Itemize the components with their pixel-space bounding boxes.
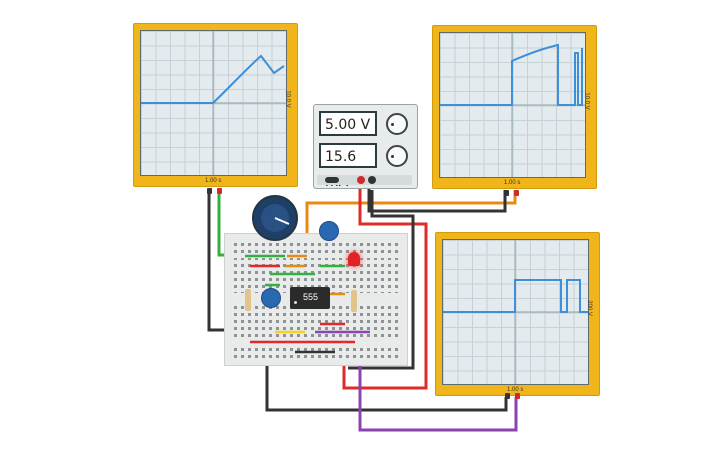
wire-purple[interactable]: [358, 345, 518, 432]
scope-1-screen: [140, 30, 287, 176]
oscilloscope-1[interactable]: 10.0 V 1.00 s: [133, 23, 298, 194]
current-knob[interactable]: [386, 145, 408, 167]
voltage-knob[interactable]: [386, 113, 408, 135]
wire-orange[interactable]: [305, 190, 517, 238]
scope-3-screen: [442, 239, 589, 385]
psu-terminal-negative[interactable]: [368, 176, 376, 184]
wire-black-scope3[interactable]: [265, 350, 508, 412]
oscilloscope-2[interactable]: 10.0 V 1.00 s: [432, 25, 597, 196]
resistor-left[interactable]: [245, 289, 251, 311]
scope-3-trace: [443, 279, 588, 313]
potentiometer[interactable]: [251, 194, 299, 242]
oscilloscope-3[interactable]: 200 V 1.00 s: [435, 232, 600, 399]
scope-2-trace: [440, 43, 583, 106]
scope-3-time-label: 1.00 s: [507, 387, 524, 393]
scope-1-volt-label: 10.0 V: [284, 90, 291, 108]
capacitor-left[interactable]: [261, 288, 281, 308]
ic-555[interactable]: 555: [290, 287, 330, 309]
psu-switch[interactable]: [325, 177, 339, 183]
psu-terminal-positive[interactable]: [357, 176, 365, 184]
scope-1-trace: [141, 54, 285, 104]
scope-1-time-label: 1.00 s: [205, 178, 222, 184]
current-display: 15.6 mA: [319, 143, 377, 190]
scope-2-volt-label: 10.0 V: [583, 92, 590, 110]
resistor-right[interactable]: [351, 290, 357, 312]
wire-red-psu[interactable]: [342, 185, 428, 390]
ic-555-label: 555: [303, 292, 319, 302]
wire-black-scope2[interactable]: [367, 185, 507, 213]
scope-3-volt-label: 200 V: [585, 300, 592, 316]
ic-pin1-dot: [294, 301, 297, 304]
scope-1-probe-black[interactable]: [207, 188, 212, 194]
wire-black-psu[interactable]: [348, 190, 415, 370]
scope-2-probe-black[interactable]: [504, 190, 509, 196]
capacitor-top[interactable]: [319, 221, 339, 241]
led-red[interactable]: [348, 252, 360, 266]
scope-1-probe-red[interactable]: [217, 188, 222, 194]
scope-2-screen: [439, 32, 586, 178]
voltage-display: 5.00 V: [319, 111, 377, 136]
power-supply[interactable]: 5.00 V 15.6 mA: [313, 104, 418, 190]
scope-2-time-label: 1.00 s: [504, 180, 521, 186]
scope-3-probe-black[interactable]: [505, 393, 510, 399]
scope-3-probe-red[interactable]: [515, 393, 520, 399]
scope-2-probe-red[interactable]: [514, 190, 519, 196]
